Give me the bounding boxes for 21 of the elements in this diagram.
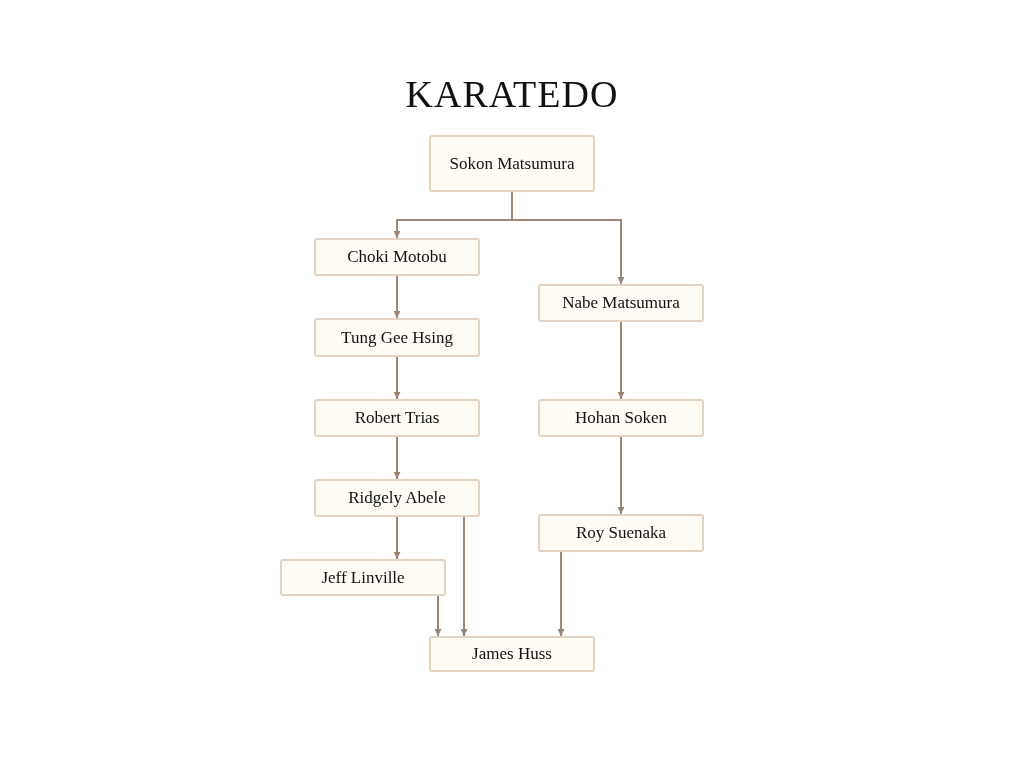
arrow: [393, 436, 401, 480]
person-box: Sokon Matsumura: [429, 135, 595, 192]
arrow: [434, 595, 442, 637]
person-box: Hohan Soken: [538, 399, 704, 437]
arrow: [393, 516, 401, 560]
person-box: Tung Gee Hsing: [314, 318, 480, 357]
person-box: Robert Trias: [314, 399, 480, 437]
person-box: Roy Suenaka: [538, 514, 704, 552]
arrow: [511, 191, 625, 285]
person-box: Choki Motobu: [314, 238, 480, 276]
person-box: Ridgely Abele: [314, 479, 480, 517]
arrow: [617, 436, 625, 515]
arrow: [617, 321, 625, 400]
person-box: Nabe Matsumura: [538, 284, 704, 322]
arrow: [393, 275, 401, 319]
person-box: James Huss: [429, 636, 595, 672]
arrow: [557, 551, 565, 637]
arrow: [460, 516, 468, 637]
person-box: Jeff Linville: [280, 559, 446, 596]
arrow: [393, 356, 401, 400]
diagram-title: KARATEDO: [404, 72, 620, 116]
